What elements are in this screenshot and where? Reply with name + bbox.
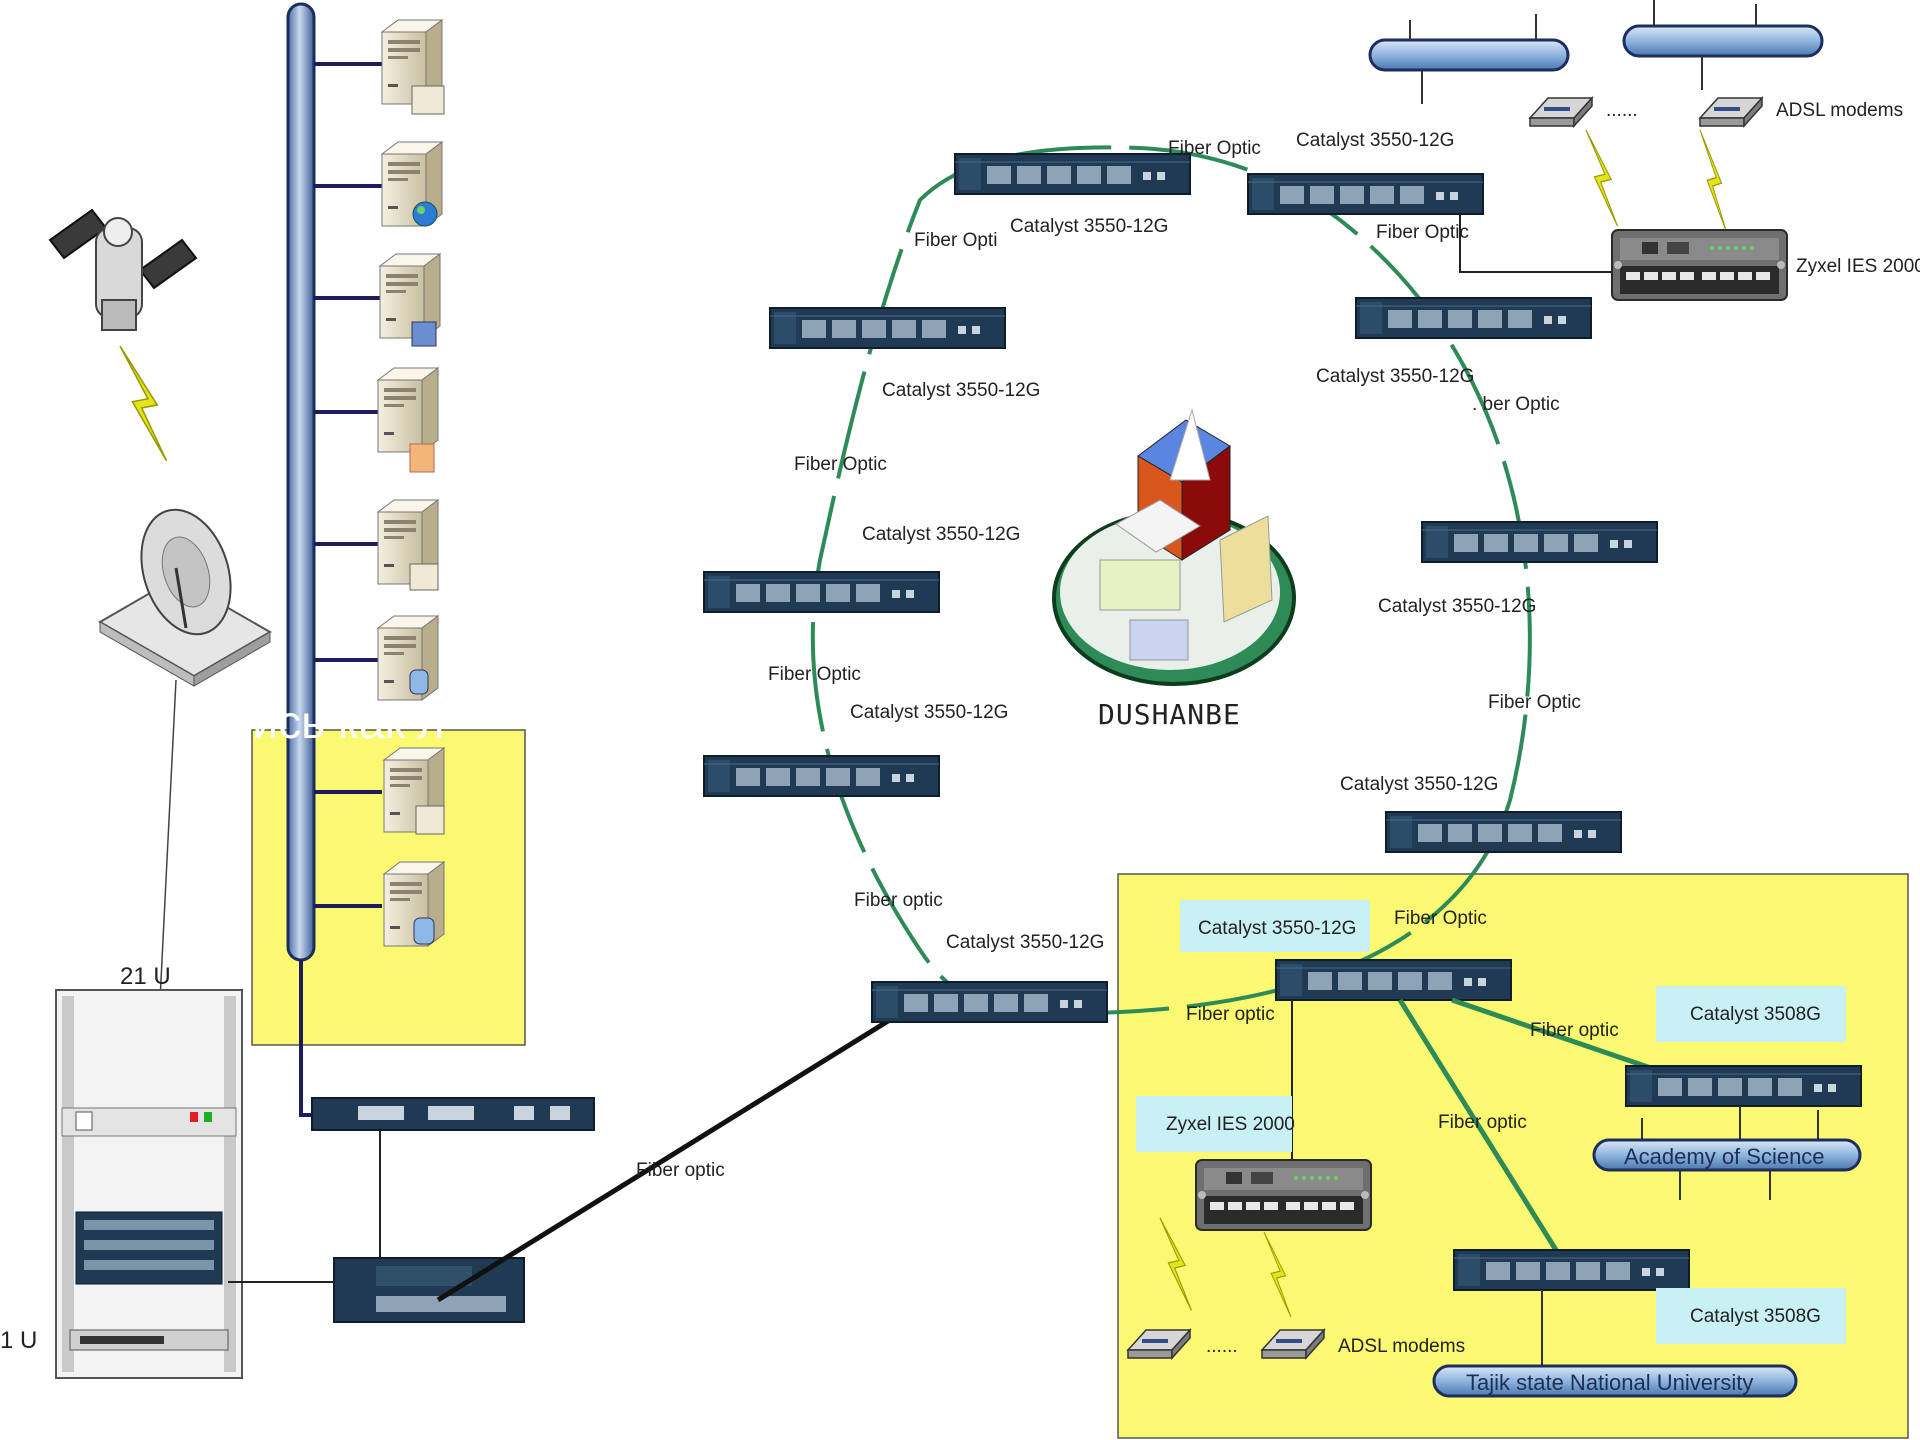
- fiber-label-6: Fiber Optic: [768, 664, 861, 685]
- dish-cable: [159, 679, 177, 1001]
- academy-label: Academy of Science: [1624, 1144, 1825, 1169]
- equipment-rack: [55, 989, 243, 1379]
- catalyst-label-campus: Catalyst 3550-12G: [1198, 918, 1356, 939]
- core-switch[interactable]: [311, 1097, 595, 1131]
- server-5[interactable]: [377, 499, 439, 591]
- ring-switch-4[interactable]: [1355, 297, 1592, 339]
- satellite-icon: [48, 208, 198, 331]
- fiber-label-7: Fiber Optic: [1488, 692, 1581, 713]
- zyxel-ies-campus[interactable]: [1195, 1159, 1372, 1231]
- zyxel-ies-top[interactable]: [1611, 229, 1788, 301]
- isp-pipe-right: [1622, 0, 1824, 90]
- fiber-label-3: Fiber Optic: [1376, 222, 1469, 243]
- adsl-modems-label-campus: ADSL modems: [1338, 1336, 1465, 1357]
- adsl-modems-label-top: ADSL modems: [1776, 100, 1903, 121]
- fiber-uplink-label: Fiber optic: [636, 1160, 725, 1181]
- server-3[interactable]: [379, 253, 441, 347]
- server-8-database[interactable]: [383, 861, 445, 947]
- fiber-label-8: Fiber optic: [854, 890, 943, 911]
- server-7[interactable]: [383, 747, 445, 835]
- fiber-label-academy: Fiber optic: [1530, 1020, 1619, 1041]
- catalyst-3508-box-1: [1656, 986, 1846, 1042]
- rack-top-label: 21 U: [120, 963, 171, 990]
- catalyst-label-3: Catalyst 3550-12G: [882, 380, 1040, 401]
- adsl-modem-1[interactable]: [1529, 97, 1593, 127]
- catalyst-label-2: Catalyst 3550-12G: [1010, 216, 1168, 237]
- catalyst-3508-label-1: Catalyst 3508G: [1690, 1004, 1821, 1025]
- campus-switch-university[interactable]: [1453, 1249, 1690, 1291]
- fiber-label-campus-top: Fiber Optic: [1394, 908, 1487, 929]
- fiber-label-4: . ber Optic: [1472, 394, 1560, 415]
- university-pipe: [1432, 1364, 1798, 1398]
- satellite-lightning-icon: [119, 345, 168, 462]
- fiber-label-5: Fiber Optic: [794, 454, 887, 475]
- modem-lightning-1: [1585, 129, 1619, 227]
- catalyst-label-4: Catalyst 3550-12G: [1316, 366, 1474, 387]
- server-2-web[interactable]: [381, 141, 443, 227]
- ring-switch-8[interactable]: [1385, 811, 1622, 853]
- zyxel-box-campus: [1136, 1096, 1292, 1152]
- ring-switch-2[interactable]: [1247, 173, 1484, 215]
- isp-pipe-left: [1368, 14, 1570, 104]
- modem-dots-top: ......: [1606, 100, 1638, 121]
- server-1[interactable]: [381, 19, 445, 115]
- ring-switch-10[interactable]: [1275, 959, 1512, 1001]
- catalyst-label-6: Catalyst 3550-12G: [1378, 596, 1536, 617]
- modem-lightning-2: [1699, 129, 1728, 235]
- fiber-label-2: Fiber Opti: [914, 230, 997, 251]
- fiber-optic-ring: [810, 145, 1532, 1016]
- fiber-label-1: Fiber Optic: [1168, 138, 1261, 159]
- dushanbe-city-icon: [1052, 408, 1296, 686]
- catalyst-label-1: Catalyst 3550-12G: [1296, 130, 1454, 151]
- ring-switch-7[interactable]: [703, 755, 940, 797]
- ring-switch-6[interactable]: [1421, 521, 1658, 563]
- ring-switch-9[interactable]: [871, 981, 1108, 1023]
- ring-switch-5[interactable]: [703, 571, 940, 613]
- server-4[interactable]: [377, 367, 439, 473]
- zyxel-label-top: Zyxel IES 2000: [1796, 256, 1920, 277]
- adsl-modem-2[interactable]: [1699, 97, 1763, 127]
- city-label: DUSHANBE: [1098, 698, 1241, 731]
- rack-bottom-label: 1 U: [0, 1327, 37, 1354]
- catalyst-label-5: Catalyst 3550-12G: [862, 524, 1020, 545]
- fiber-to-university: [1397, 998, 1559, 1252]
- campus-modem-dots: ......: [1206, 1336, 1238, 1357]
- catalyst-label-8: Catalyst 3550-12G: [946, 932, 1104, 953]
- fiber-label-university: Fiber optic: [1438, 1112, 1527, 1133]
- academy-pipe: [1592, 1138, 1862, 1172]
- catalyst-box-campus: [1180, 900, 1370, 952]
- university-label: Tajik state National University: [1466, 1370, 1753, 1395]
- catalyst-label-7: Catalyst 3550-12G: [1340, 774, 1498, 795]
- fiber-label-campus-left: Fiber optic: [1186, 1004, 1275, 1025]
- catalyst-label-blurred: Catalyst 3550-12G: [850, 702, 1008, 723]
- catalyst-3508-box-2: [1656, 1288, 1846, 1344]
- overlay-caption: ались как л: [200, 696, 444, 748]
- server-6-database[interactable]: [377, 615, 439, 701]
- core-router[interactable]: [333, 1257, 525, 1323]
- ring-switch-1[interactable]: [954, 153, 1191, 195]
- zyxel-top-link: [1459, 214, 1612, 273]
- catalyst-3508-label-2: Catalyst 3508G: [1690, 1306, 1821, 1327]
- campus-switch-academy[interactable]: [1625, 1065, 1862, 1107]
- fiber-uplink: [436, 997, 924, 1303]
- server-backbone-pipe: [286, 2, 316, 962]
- ring-switch-3[interactable]: [769, 307, 1006, 349]
- zyxel-label-campus: Zyxel IES 2000: [1166, 1114, 1295, 1135]
- satellite-dish-icon: [97, 508, 273, 687]
